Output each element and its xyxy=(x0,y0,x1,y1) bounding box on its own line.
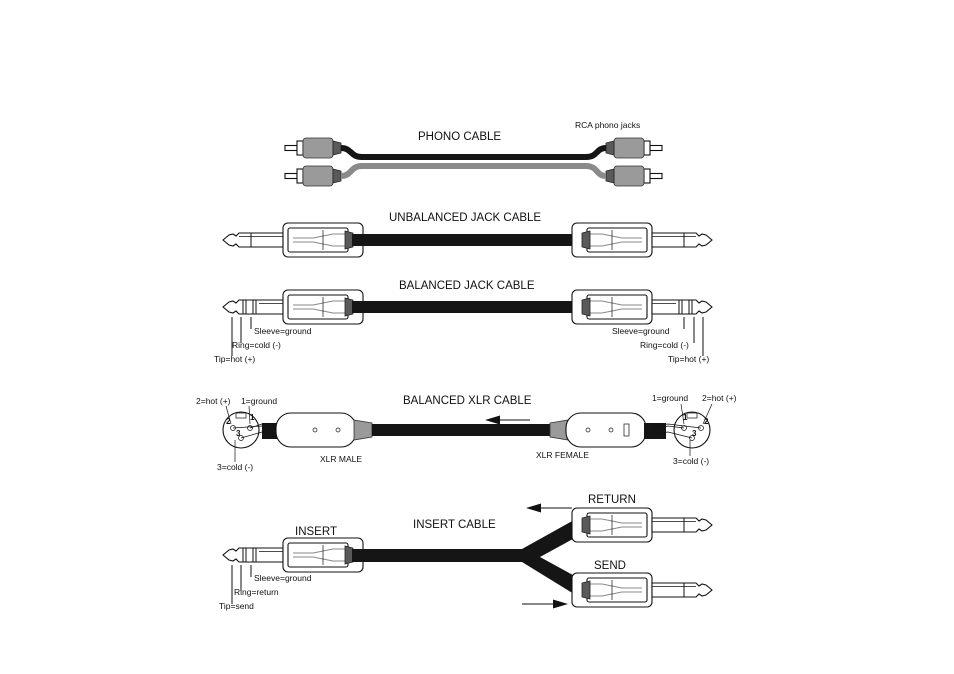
phono-cable-black xyxy=(340,145,607,160)
right-tip-label: Tip=hot (+) xyxy=(668,354,709,364)
left-ring-label: Ring=cold (-) xyxy=(232,340,281,350)
phono-cable-gray xyxy=(340,163,607,179)
xlr-left-pin-3: 3 xyxy=(236,429,241,438)
xlr-right-pin-2: 2 xyxy=(704,417,709,426)
rca-plug-left-bottom xyxy=(284,165,342,187)
send-jack-body xyxy=(571,572,653,608)
xlr-male-label: XLR MALE xyxy=(320,454,362,464)
insert-cable-section: INSERT CABLE INSERT RETURN SEND Sleeve=g… xyxy=(219,494,713,611)
insert-tip-label: Tip=send xyxy=(219,601,254,611)
insert-y-cable xyxy=(352,520,582,594)
xlr-left-pin-1: 1 xyxy=(250,413,255,422)
jack-body-left xyxy=(282,222,364,258)
send-label: SEND xyxy=(594,560,626,572)
stereo-plug-left xyxy=(222,299,284,315)
rca-plug-left-top xyxy=(284,137,342,159)
unbalanced-jack-cable-section: UNBALANCED JACK CABLE xyxy=(222,212,713,258)
rca-plug-right-top xyxy=(605,137,663,159)
phono-cable-title: PHONO CABLE xyxy=(418,131,501,143)
insert-ring-label: Ring=return xyxy=(234,587,279,597)
xlr-right-pin-1: 1 xyxy=(683,413,688,422)
xlr-left-pin1-label: 1=ground xyxy=(241,396,277,406)
rca-plug-right-bottom xyxy=(605,165,663,187)
return-label: RETURN xyxy=(588,494,636,506)
send-mono-plug xyxy=(651,582,713,598)
left-tip-label: Tip=hot (+) xyxy=(214,354,255,364)
xlr-left-pin3-label: 3=cold (-) xyxy=(217,462,253,472)
return-jack-body xyxy=(571,507,653,543)
xlr-right-pin-3: 3 xyxy=(692,429,697,438)
insert-sleeve-label: Sleeve=ground xyxy=(254,573,312,583)
xlr-direction-arrow xyxy=(485,415,500,425)
stereo-plug-right xyxy=(651,299,713,315)
xlr-female-body xyxy=(565,412,647,448)
unbalanced-cable xyxy=(352,234,579,246)
jack-body-right-balanced xyxy=(571,289,653,325)
xlr-male-body xyxy=(275,412,357,448)
xlr-right-pin2-label: 2=hot (+) xyxy=(702,393,737,403)
rca-phono-jacks-label: RCA phono jacks xyxy=(575,120,640,130)
phono-cable-section: PHONO CABLE RCA phono jacks xyxy=(284,120,663,187)
left-sleeve-label: Sleeve=ground xyxy=(254,326,312,336)
balanced-cable xyxy=(352,301,579,313)
right-sleeve-label: Sleeve=ground xyxy=(612,326,670,336)
xlr-pin-face-right: 1 2 3 xyxy=(653,411,711,449)
mono-plug-left xyxy=(222,232,284,248)
xlr-right-pin1-label: 1=ground xyxy=(652,393,688,403)
insert-jack-body xyxy=(282,537,364,573)
xlr-left-pin-2: 2 xyxy=(226,417,231,426)
balanced-jack-cable-section: BALANCED JACK CABLE Sleeve=ground Ring=c… xyxy=(214,280,713,364)
insert-cable-title: INSERT CABLE xyxy=(413,519,496,531)
jack-body-left-balanced xyxy=(282,289,364,325)
mono-plug-right xyxy=(651,232,713,248)
insert-stereo-plug xyxy=(222,547,284,563)
right-ring-label: Ring=cold (-) xyxy=(640,340,689,350)
balanced-jack-cable-title: BALANCED JACK CABLE xyxy=(399,280,535,292)
insert-label: INSERT xyxy=(295,526,337,538)
balanced-xlr-cable-title: BALANCED XLR CABLE xyxy=(403,395,532,407)
jack-body-right xyxy=(571,222,653,258)
return-direction-arrow xyxy=(526,503,541,513)
xlr-cable xyxy=(372,424,550,436)
unbalanced-jack-cable-title: UNBALANCED JACK CABLE xyxy=(389,212,541,224)
return-mono-plug xyxy=(651,517,713,533)
xlr-right-pin3-label: 3=cold (-) xyxy=(673,456,709,466)
send-direction-arrow xyxy=(553,599,568,609)
xlr-female-label: XLR FEMALE xyxy=(536,450,589,460)
balanced-xlr-cable-section: BALANCED XLR CABLE 2 1 3 2=hot (+) 1=gro… xyxy=(196,393,737,472)
xlr-left-pin2-label: 2=hot (+) xyxy=(196,396,231,406)
